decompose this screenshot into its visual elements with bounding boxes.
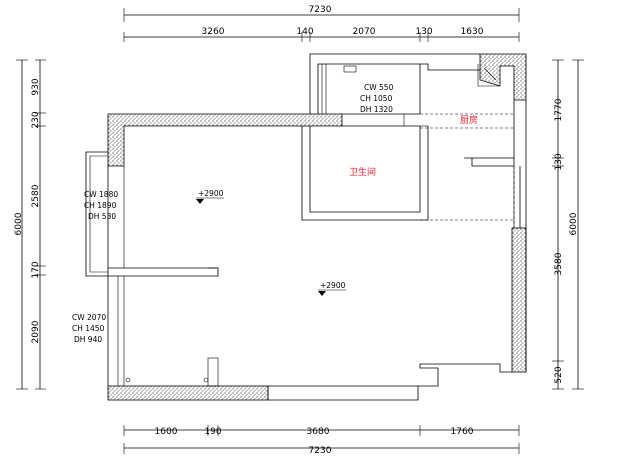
right-dim-4: 520 [554, 366, 564, 383]
wall-right-bottom [511, 227, 527, 373]
top-dim-5: 1630 [461, 27, 484, 37]
window-1-ch: CH 1050 [360, 94, 393, 103]
dashed-lines [420, 113, 515, 228]
window-note-2: CW 1880 CH 1890 DH 530 [84, 190, 118, 221]
left-dim-5: 2090 [31, 320, 41, 343]
right-dim-1: 1770 [554, 98, 564, 121]
bottom-dimension-chain: 1600 190 3680 1760 7230 [123, 425, 520, 456]
window-2-dh: DH 530 [88, 212, 116, 221]
top-dimension-chain: 7230 3260 140 2070 130 1630 [123, 5, 520, 42]
room-label-bathroom: 卫生间 [349, 166, 376, 178]
right-dim-3: 3580 [554, 252, 564, 275]
top-dim-4: 130 [415, 27, 432, 37]
wall-top-left [107, 113, 343, 167]
window-note-1: CW 550 CH 1050 DH 1320 [360, 83, 394, 114]
window-2-cw: CW 1880 [84, 190, 118, 199]
bottom-dim-1: 1600 [155, 427, 178, 437]
left-dimension-chain: 6000 930 230 2580 170 2090 [14, 59, 46, 390]
wall-bottom-left [107, 385, 269, 401]
window-1-dh: DH 1320 [360, 105, 393, 114]
level-2-text: +2900 [320, 281, 346, 290]
bottom-dim-2: 190 [204, 427, 221, 437]
bottom-dim-4: 1760 [451, 427, 474, 437]
right-dimension-chain: 1770 130 3580 520 6000 [552, 59, 584, 390]
left-dim-3: 2580 [31, 184, 41, 207]
right-dim-2: 130 [554, 153, 564, 170]
wall-outlines [85, 53, 527, 401]
window-3-cw: CW 2070 [72, 313, 106, 322]
left-dim-4: 170 [31, 261, 41, 278]
window-note-3: CW 2070 CH 1450 DH 940 [72, 313, 106, 344]
top-dim-1: 3260 [202, 27, 225, 37]
top-dim-3: 2070 [353, 27, 376, 37]
left-overall-dim: 6000 [14, 212, 24, 235]
bottom-dim-3: 3680 [307, 427, 330, 437]
level-marker-2: +2900 [318, 281, 346, 296]
level-1-text: +2900 [198, 189, 224, 198]
level-marker-1: +2900 [196, 189, 224, 204]
window-1-cw: CW 550 [364, 83, 394, 92]
left-dim-1: 930 [31, 78, 41, 95]
window-3-ch: CH 1450 [72, 324, 105, 333]
structural-walls [107, 53, 527, 401]
window-2-ch: CH 1890 [84, 201, 117, 210]
wall-right-top [479, 53, 527, 101]
window-3-dh: DH 940 [74, 335, 102, 344]
right-overall-dim: 6000 [569, 212, 579, 235]
top-overall-dim: 7230 [309, 5, 332, 15]
bottom-overall-dim: 7230 [309, 446, 332, 456]
top-dim-2: 140 [296, 27, 313, 37]
room-label-kitchen: 厨房 [460, 114, 478, 126]
left-dim-2: 230 [31, 111, 41, 128]
